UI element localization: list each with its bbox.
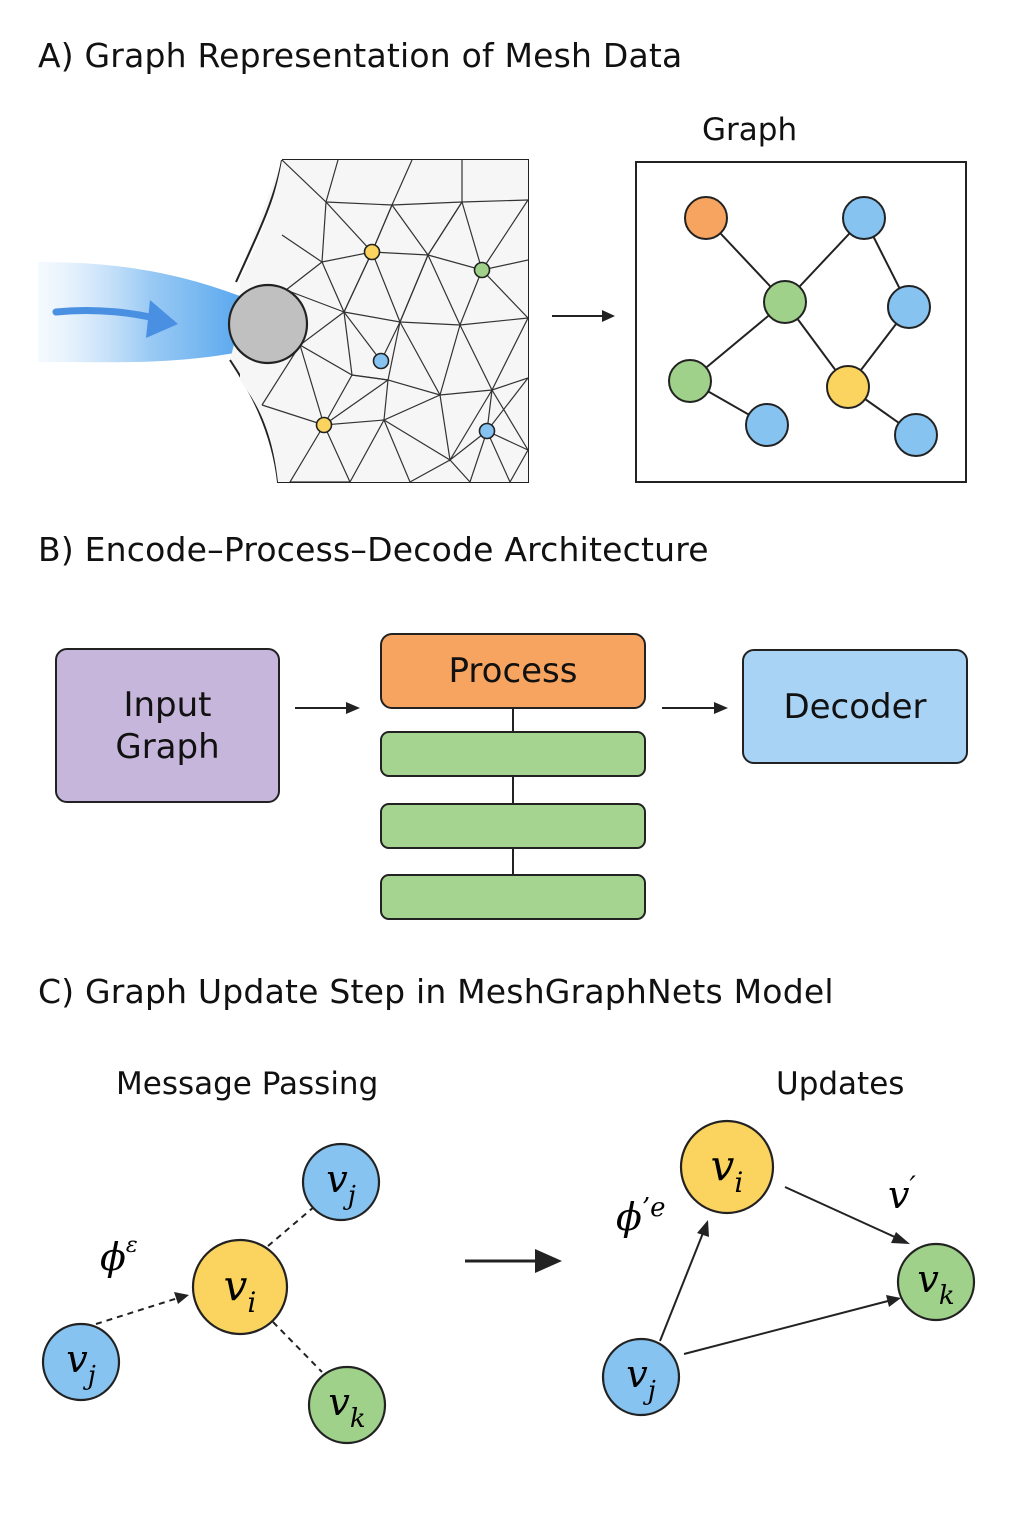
node-vj-left	[41, 1322, 121, 1402]
updates-title: Updates	[776, 1066, 905, 1102]
updated-node-label: v′	[888, 1170, 916, 1217]
svg-text:vk: vk	[328, 1380, 365, 1434]
message-passing-title: Message Passing	[116, 1066, 379, 1102]
section-c-drawing: vi vj vj vk ϕε vi vk	[41, 1119, 976, 1445]
decoder-label: Decoder	[783, 686, 927, 727]
node-vj-right	[601, 1337, 681, 1417]
node-vj-top-left	[301, 1142, 381, 1222]
node-vk-left	[307, 1365, 387, 1445]
graph-nodes	[668, 196, 938, 457]
svg-text:vk: vk	[917, 1257, 954, 1311]
node-vi-left	[191, 1238, 289, 1336]
svg-text:vi: vi	[711, 1141, 744, 1199]
right-arrow-icon	[465, 1249, 562, 1273]
svg-text:vj: vj	[626, 1352, 656, 1406]
process-box: Process	[380, 633, 646, 709]
right-arrow-icon	[662, 702, 728, 714]
edge-function-label-right: ϕ’e	[616, 1193, 666, 1239]
processor-layer-2	[380, 803, 646, 849]
node-vi-right	[679, 1119, 775, 1215]
svg-text:vi: vi	[224, 1261, 257, 1319]
input-graph-label: Input Graph	[115, 684, 220, 767]
flow-plume	[38, 262, 240, 363]
decoder-box: Decoder	[742, 649, 968, 764]
section-c-heading: C) Graph Update Step in MeshGraphNets Mo…	[38, 972, 834, 1011]
input-graph-box: Input Graph	[55, 648, 280, 803]
cylinder-obstacle	[227, 283, 309, 365]
section-b-heading: B) Encode–Process–Decode Architecture	[38, 530, 709, 569]
processor-layer-1	[380, 731, 646, 777]
node-vk-right	[896, 1242, 976, 1322]
right-arrow-icon	[295, 702, 360, 714]
processor-layer-3	[380, 874, 646, 920]
section-a-heading: A) Graph Representation of Mesh Data	[38, 36, 683, 75]
updates-graph: vi vk vj ϕ’e v′	[601, 1119, 976, 1417]
right-arrow-icon	[552, 310, 615, 322]
mesh-domain	[227, 159, 529, 483]
section-a-drawing	[38, 159, 967, 483]
edge-function-label-left: ϕε	[100, 1233, 138, 1279]
graph-title: Graph	[702, 112, 798, 148]
process-label: Process	[448, 651, 578, 691]
section-b-connectors	[295, 702, 728, 874]
message-passing-graph: vi vj vj vk ϕε	[41, 1142, 387, 1445]
